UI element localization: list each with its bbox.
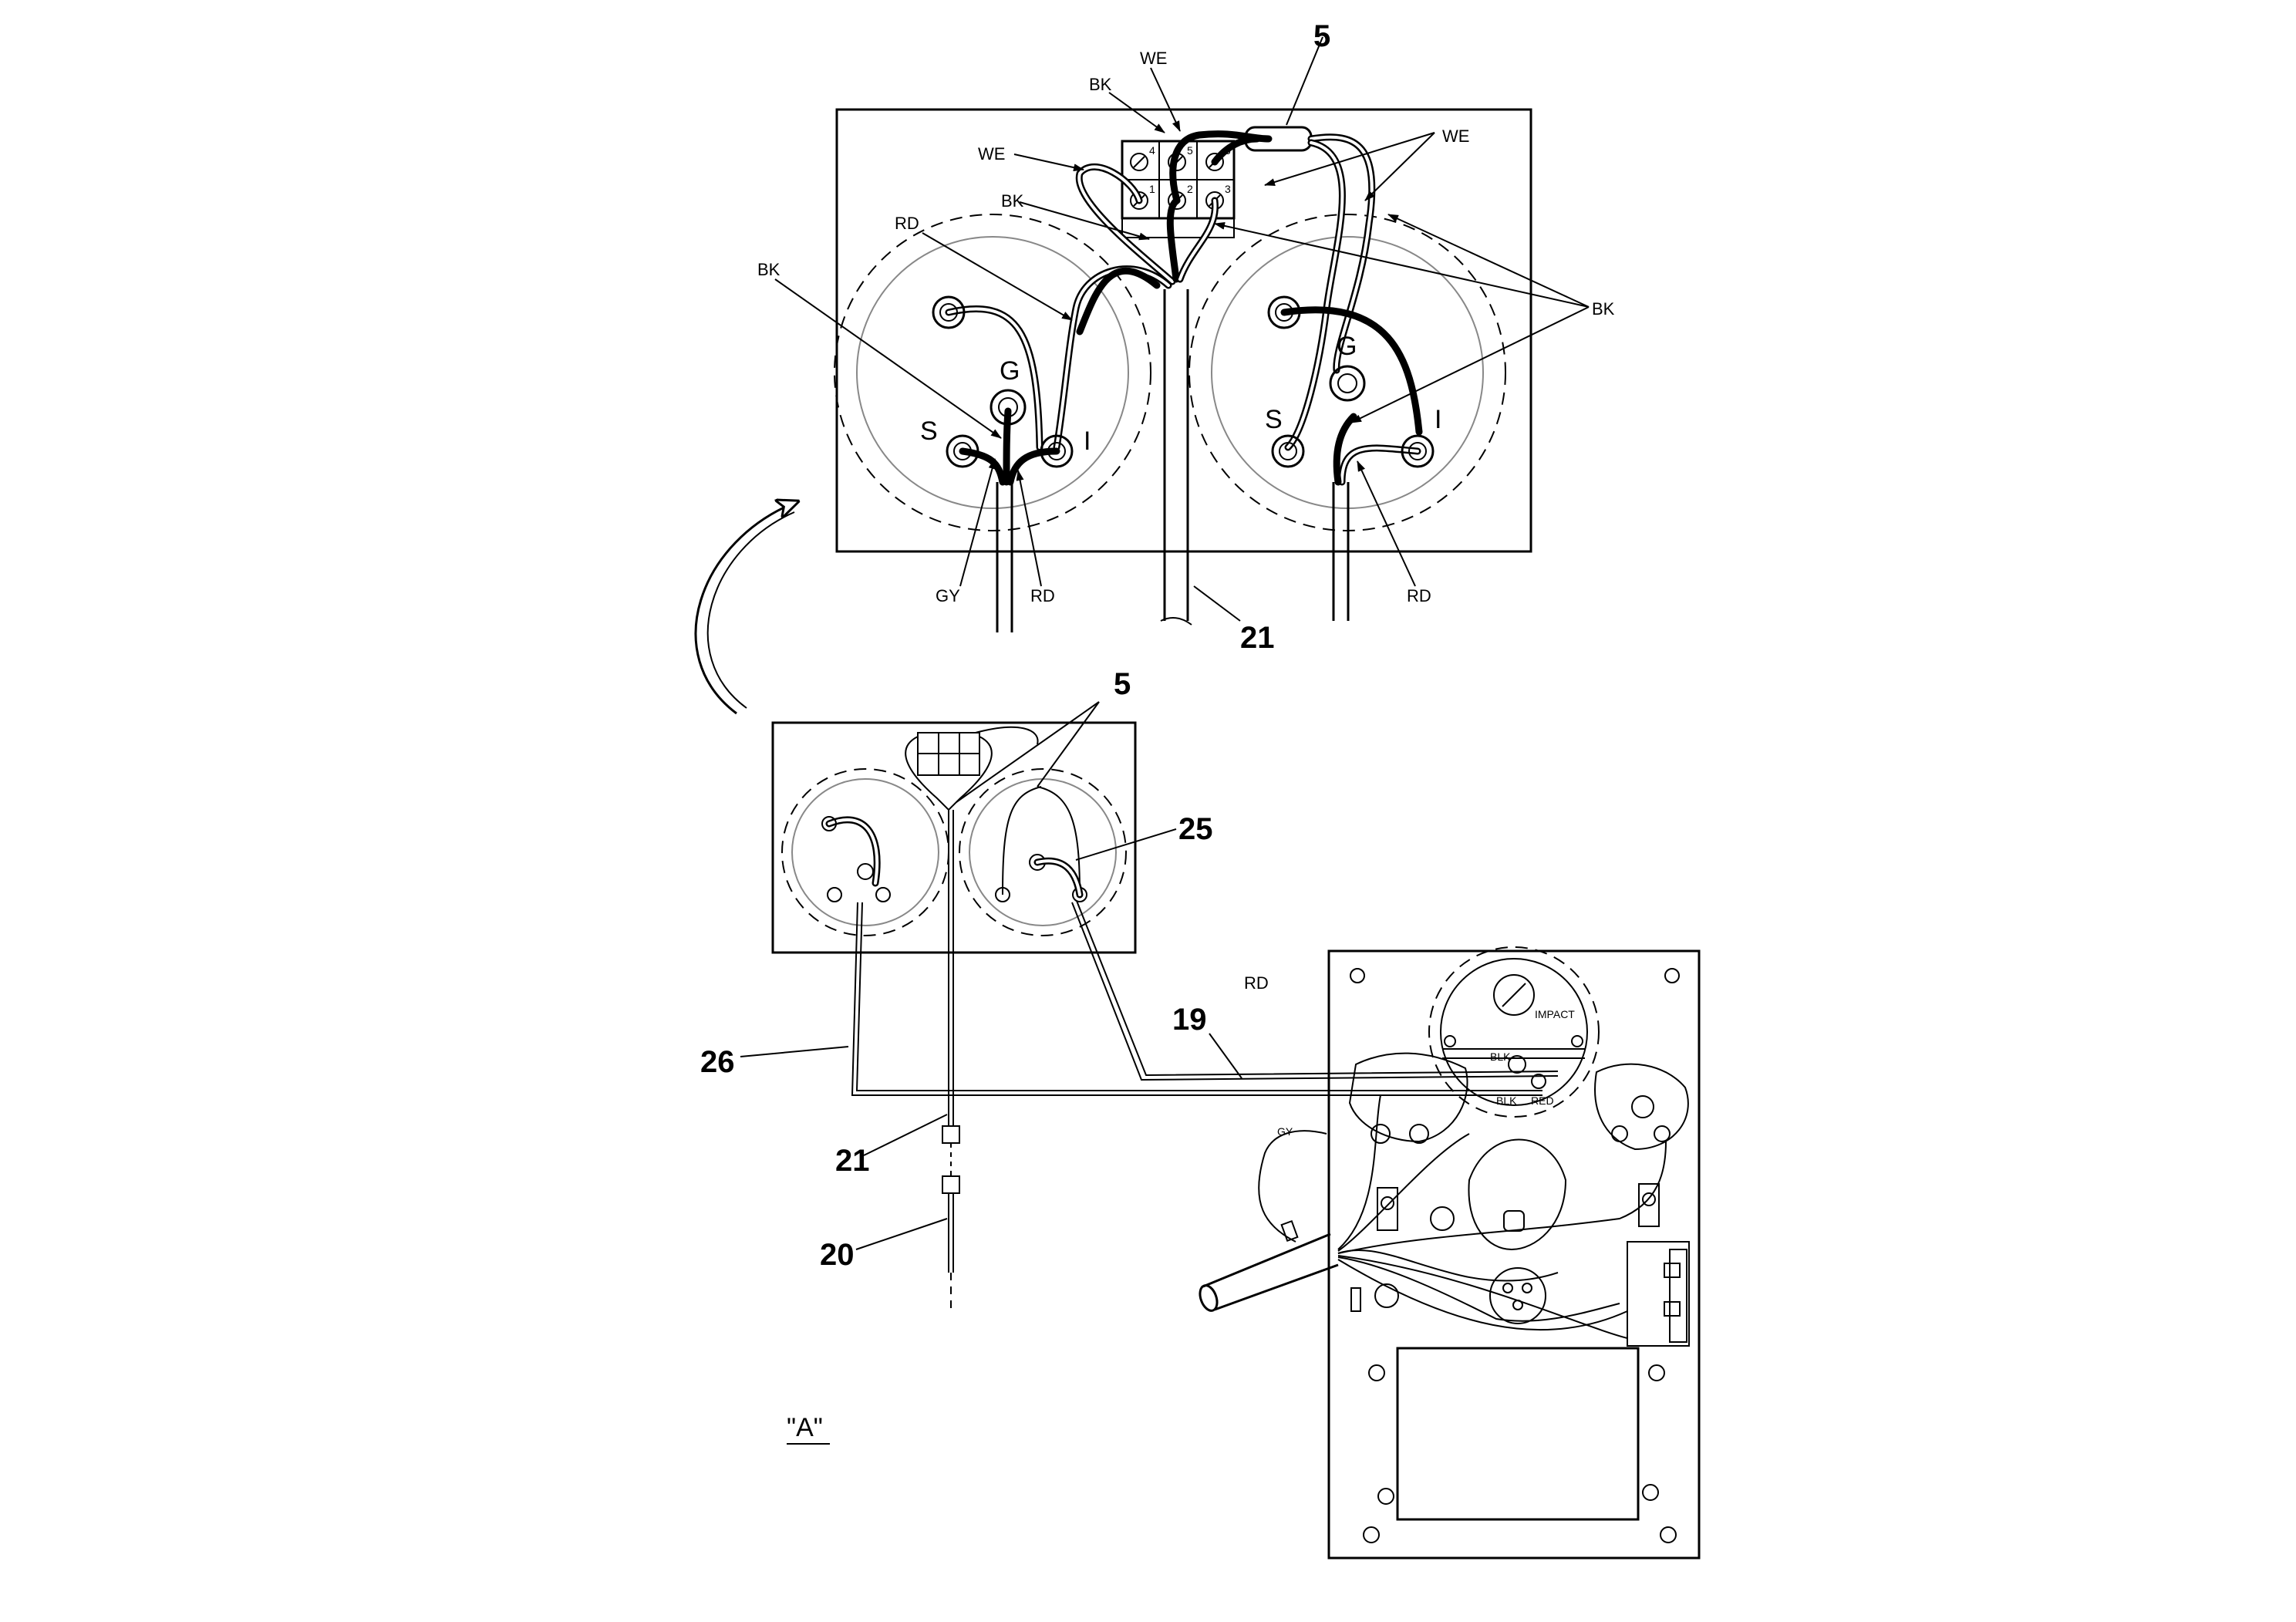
terminal-number: 3: [1225, 183, 1231, 195]
label-we-left: WE: [978, 144, 1005, 164]
detail-panel: [835, 108, 1532, 553]
left-gauge-cable: [996, 482, 1013, 632]
terminal-number: 4: [1149, 144, 1155, 157]
terminal-i-label-left: I: [1084, 427, 1091, 456]
terminal-number: 1: [1149, 183, 1155, 195]
label-twenty: 20: [820, 1238, 855, 1272]
label-bk-right: BK: [1592, 299, 1615, 319]
label-twenty-six: 26: [700, 1045, 735, 1079]
label-bk-mid: BK: [1001, 191, 1024, 211]
label-twenty-one-middle: 21: [835, 1144, 870, 1178]
label-bk-top: BK: [1089, 75, 1112, 94]
panel-cable-out: [1199, 1219, 1339, 1312]
label-bk-left: BK: [757, 260, 781, 279]
detail-view: 4 5 6 1 2 3: [757, 19, 1615, 655]
label-red: RED: [1531, 1094, 1554, 1107]
cable-21-detail: [1160, 289, 1192, 626]
label-rd-bottom-left: RD: [1030, 586, 1055, 605]
label-nineteen: 19: [1172, 1003, 1207, 1037]
label-five-middle: 5: [1114, 667, 1131, 701]
label-twenty-one-top: 21: [1240, 621, 1275, 655]
label-gy: GY: [936, 586, 960, 605]
label-impact: IMPACT: [1535, 1008, 1575, 1020]
terminal-g-label-left: G: [1000, 356, 1020, 386]
view-arrow: [694, 501, 798, 715]
label-blk-top: BLK: [1490, 1050, 1511, 1063]
right-gauge-cable: [1332, 482, 1350, 621]
terminal-g-label-right: G: [1337, 332, 1357, 361]
middle-leaders: [740, 701, 1242, 1250]
label-blk-bottom: BLK: [1496, 1094, 1517, 1107]
label-gy-panel: GY: [1277, 1125, 1293, 1138]
label-twenty-five: 25: [1178, 812, 1213, 846]
label-five-top: 5: [1313, 19, 1330, 53]
cable-26: [851, 902, 1542, 1096]
control-panel: RD IMPACT BLK BLK RED: [1199, 946, 1701, 1560]
left-gauge-outline: [834, 214, 1151, 531]
leader-lines: [774, 36, 1590, 622]
label-we-right: WE: [1442, 126, 1469, 146]
panel-wire-bundle: GY: [1258, 1094, 1667, 1339]
label-rd-left: RD: [895, 214, 919, 233]
terminal-s-label-left: S: [920, 416, 938, 446]
label-rd-panel: RD: [1244, 973, 1269, 993]
terminal-nut: [932, 295, 1435, 468]
label-we-top: WE: [1140, 49, 1167, 68]
detail-wires: [945, 130, 1423, 486]
cable-20: [948, 1193, 954, 1311]
terminal-number: 2: [1187, 183, 1193, 195]
cable-21: [942, 810, 960, 1194]
terminal-number: 5: [1187, 144, 1193, 157]
terminal-s-label-right: S: [1265, 405, 1283, 434]
view-label: "A": [787, 1413, 830, 1445]
terminal-i-label-right: I: [1435, 405, 1441, 434]
svg-text:"A": "A": [787, 1413, 823, 1442]
label-rd-bottom-right: RD: [1407, 586, 1431, 605]
cable-19: [1071, 900, 1559, 1081]
